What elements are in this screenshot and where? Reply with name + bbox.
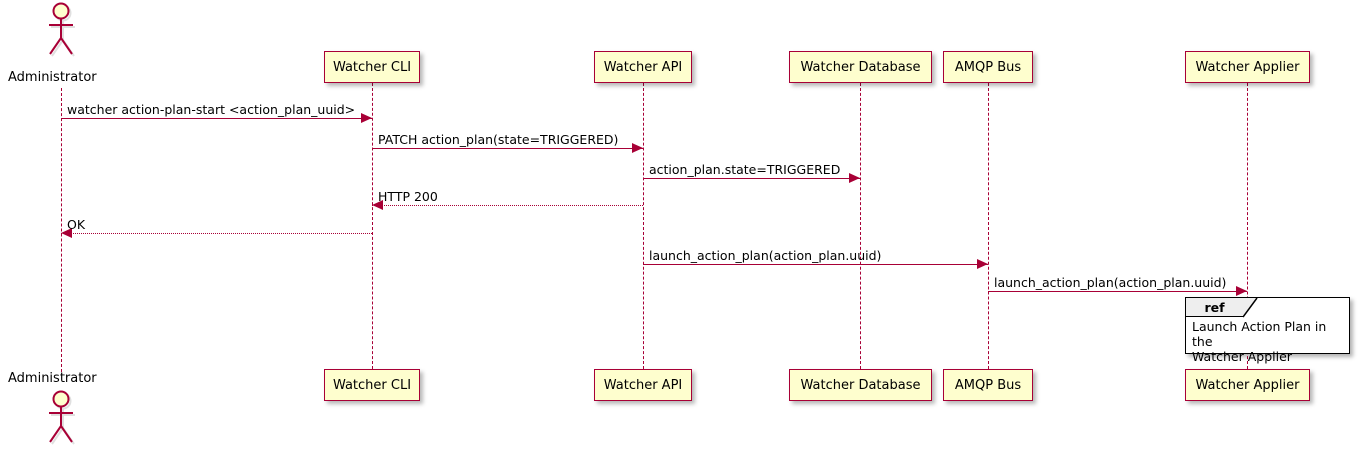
- message-arrowhead-m4: [372, 200, 383, 210]
- message-line-m7: [988, 291, 1247, 292]
- actor-figure-administrator-top[interactable]: [41, 2, 81, 62]
- message-line-m3: [643, 178, 860, 179]
- participant-label: Watcher CLI: [332, 59, 412, 75]
- message-line-m4: [372, 205, 643, 206]
- participant-box-amqp-bus-bottom[interactable]: AMQP Bus: [943, 369, 1033, 401]
- participant-box-watcher-database-bottom[interactable]: Watcher Database: [789, 369, 932, 401]
- participant-box-watcher-cli-bottom[interactable]: Watcher CLI: [324, 369, 420, 401]
- actor-label-administrator-top: Administrator: [8, 70, 97, 85]
- actor-icon: [49, 2, 75, 57]
- participant-box-watcher-applier-bottom[interactable]: Watcher Applier: [1185, 369, 1310, 401]
- message-label-m7: launch_action_plan(action_plan.uuid): [994, 275, 1227, 290]
- participant-label: Watcher Applier: [1195, 377, 1300, 393]
- participant-label: Watcher API: [603, 377, 683, 393]
- participant-label: Watcher Applier: [1195, 59, 1300, 75]
- message-line-m2: [372, 148, 643, 149]
- actor-figure-administrator-bottom[interactable]: [41, 390, 81, 450]
- lifeline-amqp-bus: [988, 83, 989, 369]
- message-line-m1: [61, 118, 372, 119]
- message-label-m5: OK: [67, 217, 86, 232]
- participant-box-watcher-database-top[interactable]: Watcher Database: [789, 51, 932, 83]
- participant-label: Watcher Database: [800, 377, 921, 393]
- message-line-m5: [61, 233, 372, 234]
- participant-box-watcher-api-top[interactable]: Watcher API: [594, 51, 692, 83]
- message-arrowhead-m5: [61, 228, 72, 238]
- actor-icon: [49, 390, 75, 445]
- message-arrowhead-m6: [977, 259, 988, 269]
- participant-label: AMQP Bus: [954, 59, 1022, 75]
- ref-tab-corner-icon: [1243, 298, 1258, 318]
- lifeline-watcher-database: [860, 83, 861, 369]
- message-label-m6: launch_action_plan(action_plan.uuid): [649, 248, 882, 263]
- message-label-m3: action_plan.state=TRIGGERED: [649, 162, 841, 177]
- participant-label: Watcher Database: [800, 59, 921, 75]
- message-arrowhead-m1: [361, 113, 372, 123]
- message-label-m2: PATCH action_plan(state=TRIGGERED): [378, 132, 619, 147]
- ref-fragment-tab-label: ref: [1186, 298, 1244, 317]
- participant-label: Watcher API: [603, 59, 683, 75]
- lifeline-watcher-api: [643, 83, 644, 369]
- lifeline-watcher-cli: [372, 83, 373, 369]
- actor-label-administrator-bottom: Administrator: [8, 371, 97, 386]
- participant-box-watcher-cli-top[interactable]: Watcher CLI: [324, 51, 420, 83]
- message-label-m1: watcher action-plan-start <action_plan_u…: [67, 102, 356, 117]
- message-line-m6: [643, 264, 988, 265]
- participant-label: Watcher CLI: [332, 377, 412, 393]
- lifeline-watcher-applier: [1247, 83, 1248, 369]
- message-arrowhead-m2: [632, 143, 643, 153]
- message-arrowhead-m3: [849, 173, 860, 183]
- participant-box-amqp-bus-top[interactable]: AMQP Bus: [943, 51, 1033, 83]
- message-label-m4: HTTP 200: [378, 189, 438, 204]
- participant-label: AMQP Bus: [954, 377, 1022, 393]
- participant-box-watcher-applier-top[interactable]: Watcher Applier: [1185, 51, 1310, 83]
- message-arrowhead-m7: [1236, 286, 1247, 296]
- ref-fragment-body: Launch Action Plan in the Watcher Applie…: [1192, 319, 1327, 364]
- participant-box-watcher-api-bottom[interactable]: Watcher API: [594, 369, 692, 401]
